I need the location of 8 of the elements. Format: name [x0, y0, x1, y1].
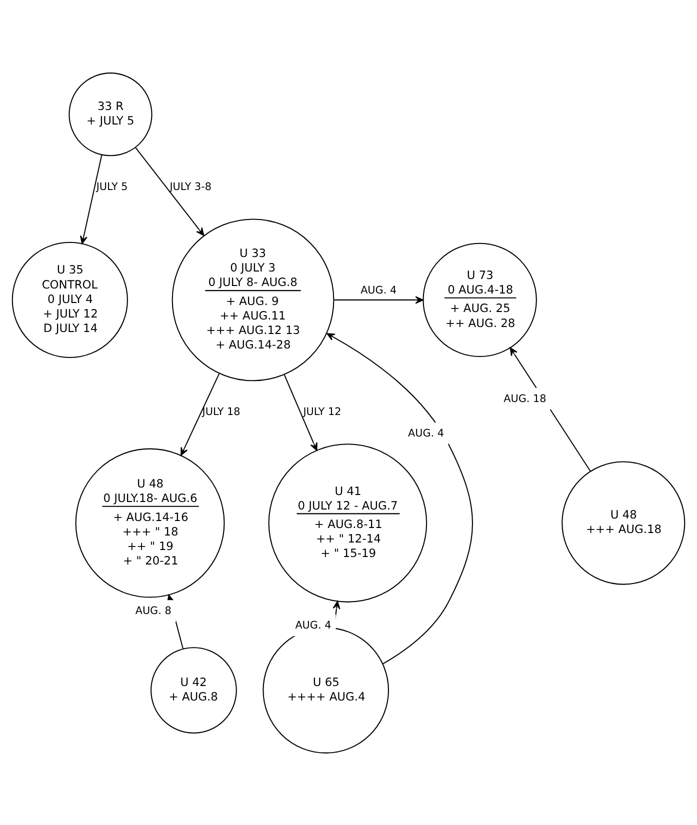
- edge-label: AUG. 4: [360, 284, 397, 296]
- edge-label: AUG. 18: [504, 392, 546, 404]
- edge-label: AUG. 8: [135, 604, 172, 617]
- edge-label: JULY 18: [202, 406, 240, 418]
- edge-label: JULY 5: [96, 180, 128, 192]
- edge-label: JULY 3-8: [170, 180, 212, 192]
- edge-label: JULY 12: [303, 406, 342, 418]
- edge-label: AUG. 4: [408, 426, 444, 439]
